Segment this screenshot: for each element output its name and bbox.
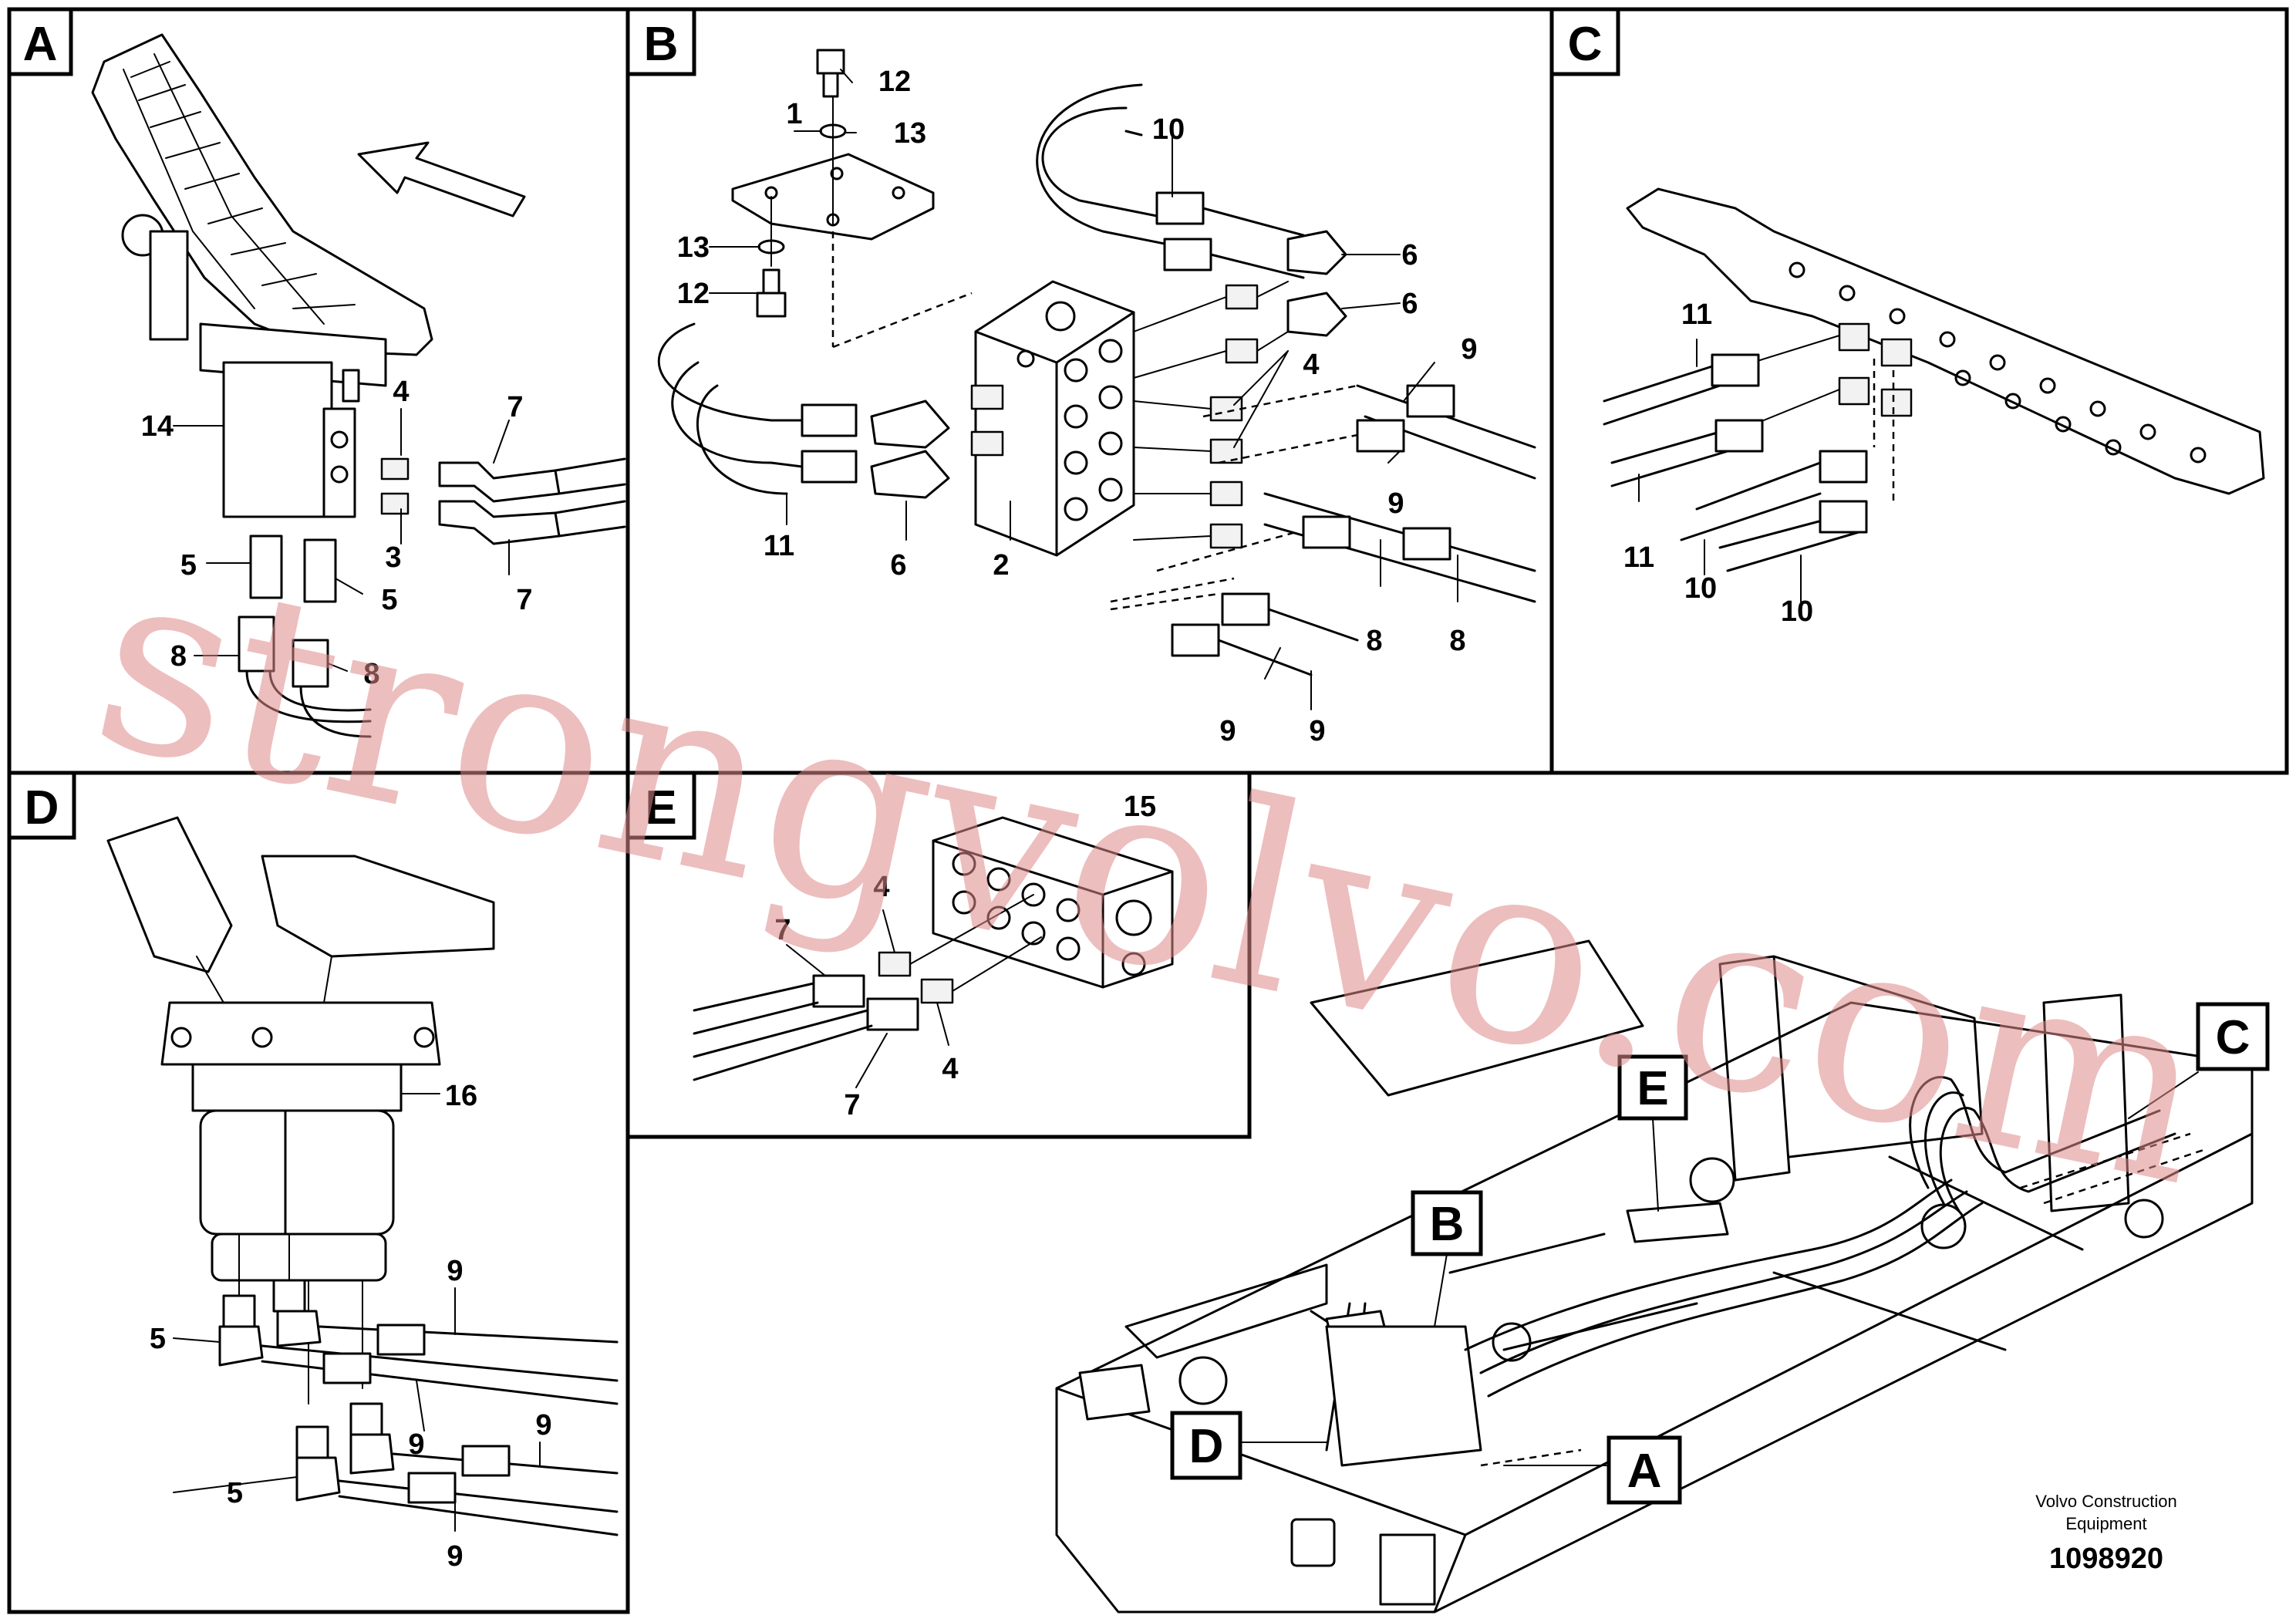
panel-e-frame <box>625 771 1252 1139</box>
label-9-bottom-left: 9 <box>1219 715 1236 747</box>
machine-overview <box>1055 939 2254 1614</box>
frame-rail <box>1626 187 2265 495</box>
panel-e-tag-box <box>625 771 696 840</box>
label-5-d-lower: 5 <box>227 1477 243 1509</box>
label-6-left: 6 <box>890 549 906 582</box>
svg-text:B: B <box>1430 1198 1465 1251</box>
label-8-b-left: 8 <box>1366 625 1382 657</box>
label-8-b-right: 8 <box>1449 625 1465 657</box>
panel-a: A <box>7 7 630 775</box>
label-5-right: 5 <box>381 584 397 616</box>
direction-arrow-icon <box>357 141 526 218</box>
panel-a-tag-box <box>7 7 73 76</box>
panel-a-fittings <box>380 457 626 545</box>
manifold-block-2 <box>974 280 1135 557</box>
label-4: 4 <box>393 376 409 408</box>
label-9-d-bottom: 9 <box>447 1540 463 1573</box>
svg-text:D: D <box>1189 1420 1224 1473</box>
label-12-left: 12 <box>677 278 710 310</box>
label-8-right: 8 <box>363 658 379 690</box>
panel-d-tag-box <box>7 771 76 840</box>
hoses-11 <box>657 322 804 495</box>
panel-e: E 15 4 7 4 7 <box>625 771 1252 1139</box>
label-9-mid: 9 <box>1387 487 1404 520</box>
label-5-d-upper: 5 <box>150 1323 166 1355</box>
label-6-lower: 6 <box>1401 288 1418 320</box>
panel-b: B <box>625 7 1554 775</box>
label-7-e-top: 7 <box>774 914 791 946</box>
svg-text:C: C <box>2216 1011 2250 1064</box>
overview-callout-a: A <box>1503 1435 1682 1505</box>
credit-line-1: Volvo Construction <box>2035 1492 2176 1511</box>
overview-callout-e: E <box>1617 1054 1688 1212</box>
panel-d-frame <box>7 771 630 1614</box>
panel-d-fittings <box>218 1233 619 1536</box>
label-9-top: 9 <box>1461 333 1477 366</box>
label-10-c-left: 10 <box>1684 572 1717 605</box>
label-6-upper: 6 <box>1401 239 1418 271</box>
overview-callout-d: D <box>1170 1411 1327 1480</box>
label-10-c-right: 10 <box>1781 595 1813 628</box>
label-4-e-bottom: 4 <box>942 1053 958 1085</box>
overview-callout-c: C <box>2128 1002 2270 1119</box>
credit-line-2: Equipment <box>2065 1514 2146 1533</box>
label-4-b: 4 <box>1303 349 1319 381</box>
manifold-block-15 <box>932 816 1174 989</box>
foot-pedal <box>91 33 433 387</box>
label-10: 10 <box>1152 113 1185 146</box>
panel-e-tag: E <box>645 781 676 835</box>
panel-c-frame <box>1549 7 2289 775</box>
label-7-upper: 7 <box>507 391 523 423</box>
label-9-d-top: 9 <box>447 1255 463 1287</box>
panel-c: C 11 11 10 10 <box>1549 7 2289 775</box>
panel-a-lower-fittings <box>238 534 372 738</box>
label-8-left: 8 <box>170 640 187 673</box>
label-13-left: 13 <box>677 231 710 264</box>
label-2: 2 <box>993 549 1009 582</box>
label-5-left: 5 <box>180 549 197 582</box>
label-7-lower: 7 <box>516 584 532 616</box>
panel-b-tag: B <box>644 18 679 71</box>
label-7-e-bottom: 7 <box>844 1089 860 1121</box>
panel-d-tag: D <box>25 781 59 835</box>
label-12-top: 12 <box>878 66 911 98</box>
label-11-c-top: 11 <box>1681 298 1712 331</box>
part-number: 1098920 <box>2049 1543 2163 1575</box>
panel-a-tag: A <box>23 18 58 71</box>
label-4-e-top: 4 <box>873 871 889 903</box>
label-13-top: 13 <box>894 117 926 150</box>
label-14: 14 <box>141 410 174 443</box>
overview-callout-b: B <box>1411 1190 1483 1327</box>
label-16: 16 <box>445 1080 477 1112</box>
label-11-b: 11 <box>764 530 794 562</box>
label-9-d-right: 9 <box>535 1409 551 1442</box>
label-1: 1 <box>786 98 802 130</box>
svg-text:E: E <box>1637 1062 1668 1115</box>
pedal-valve-14 <box>222 361 360 518</box>
label-9-bottom-right: 9 <box>1309 715 1325 747</box>
panel-d: D 16 <box>7 771 630 1614</box>
panel-c-tag-box <box>1549 7 1620 76</box>
svg-text:A: A <box>1627 1445 1662 1498</box>
hoses-10 <box>1036 83 1182 248</box>
dual-pedal-valve-16 <box>106 816 495 1282</box>
panel-b-tag-box <box>625 7 696 76</box>
label-11-c-bottom: 11 <box>1623 541 1654 574</box>
label-15: 15 <box>1124 791 1156 823</box>
label-9-d-mid: 9 <box>408 1428 424 1461</box>
panel-c-tag: C <box>1568 18 1603 71</box>
label-3: 3 <box>385 541 401 574</box>
